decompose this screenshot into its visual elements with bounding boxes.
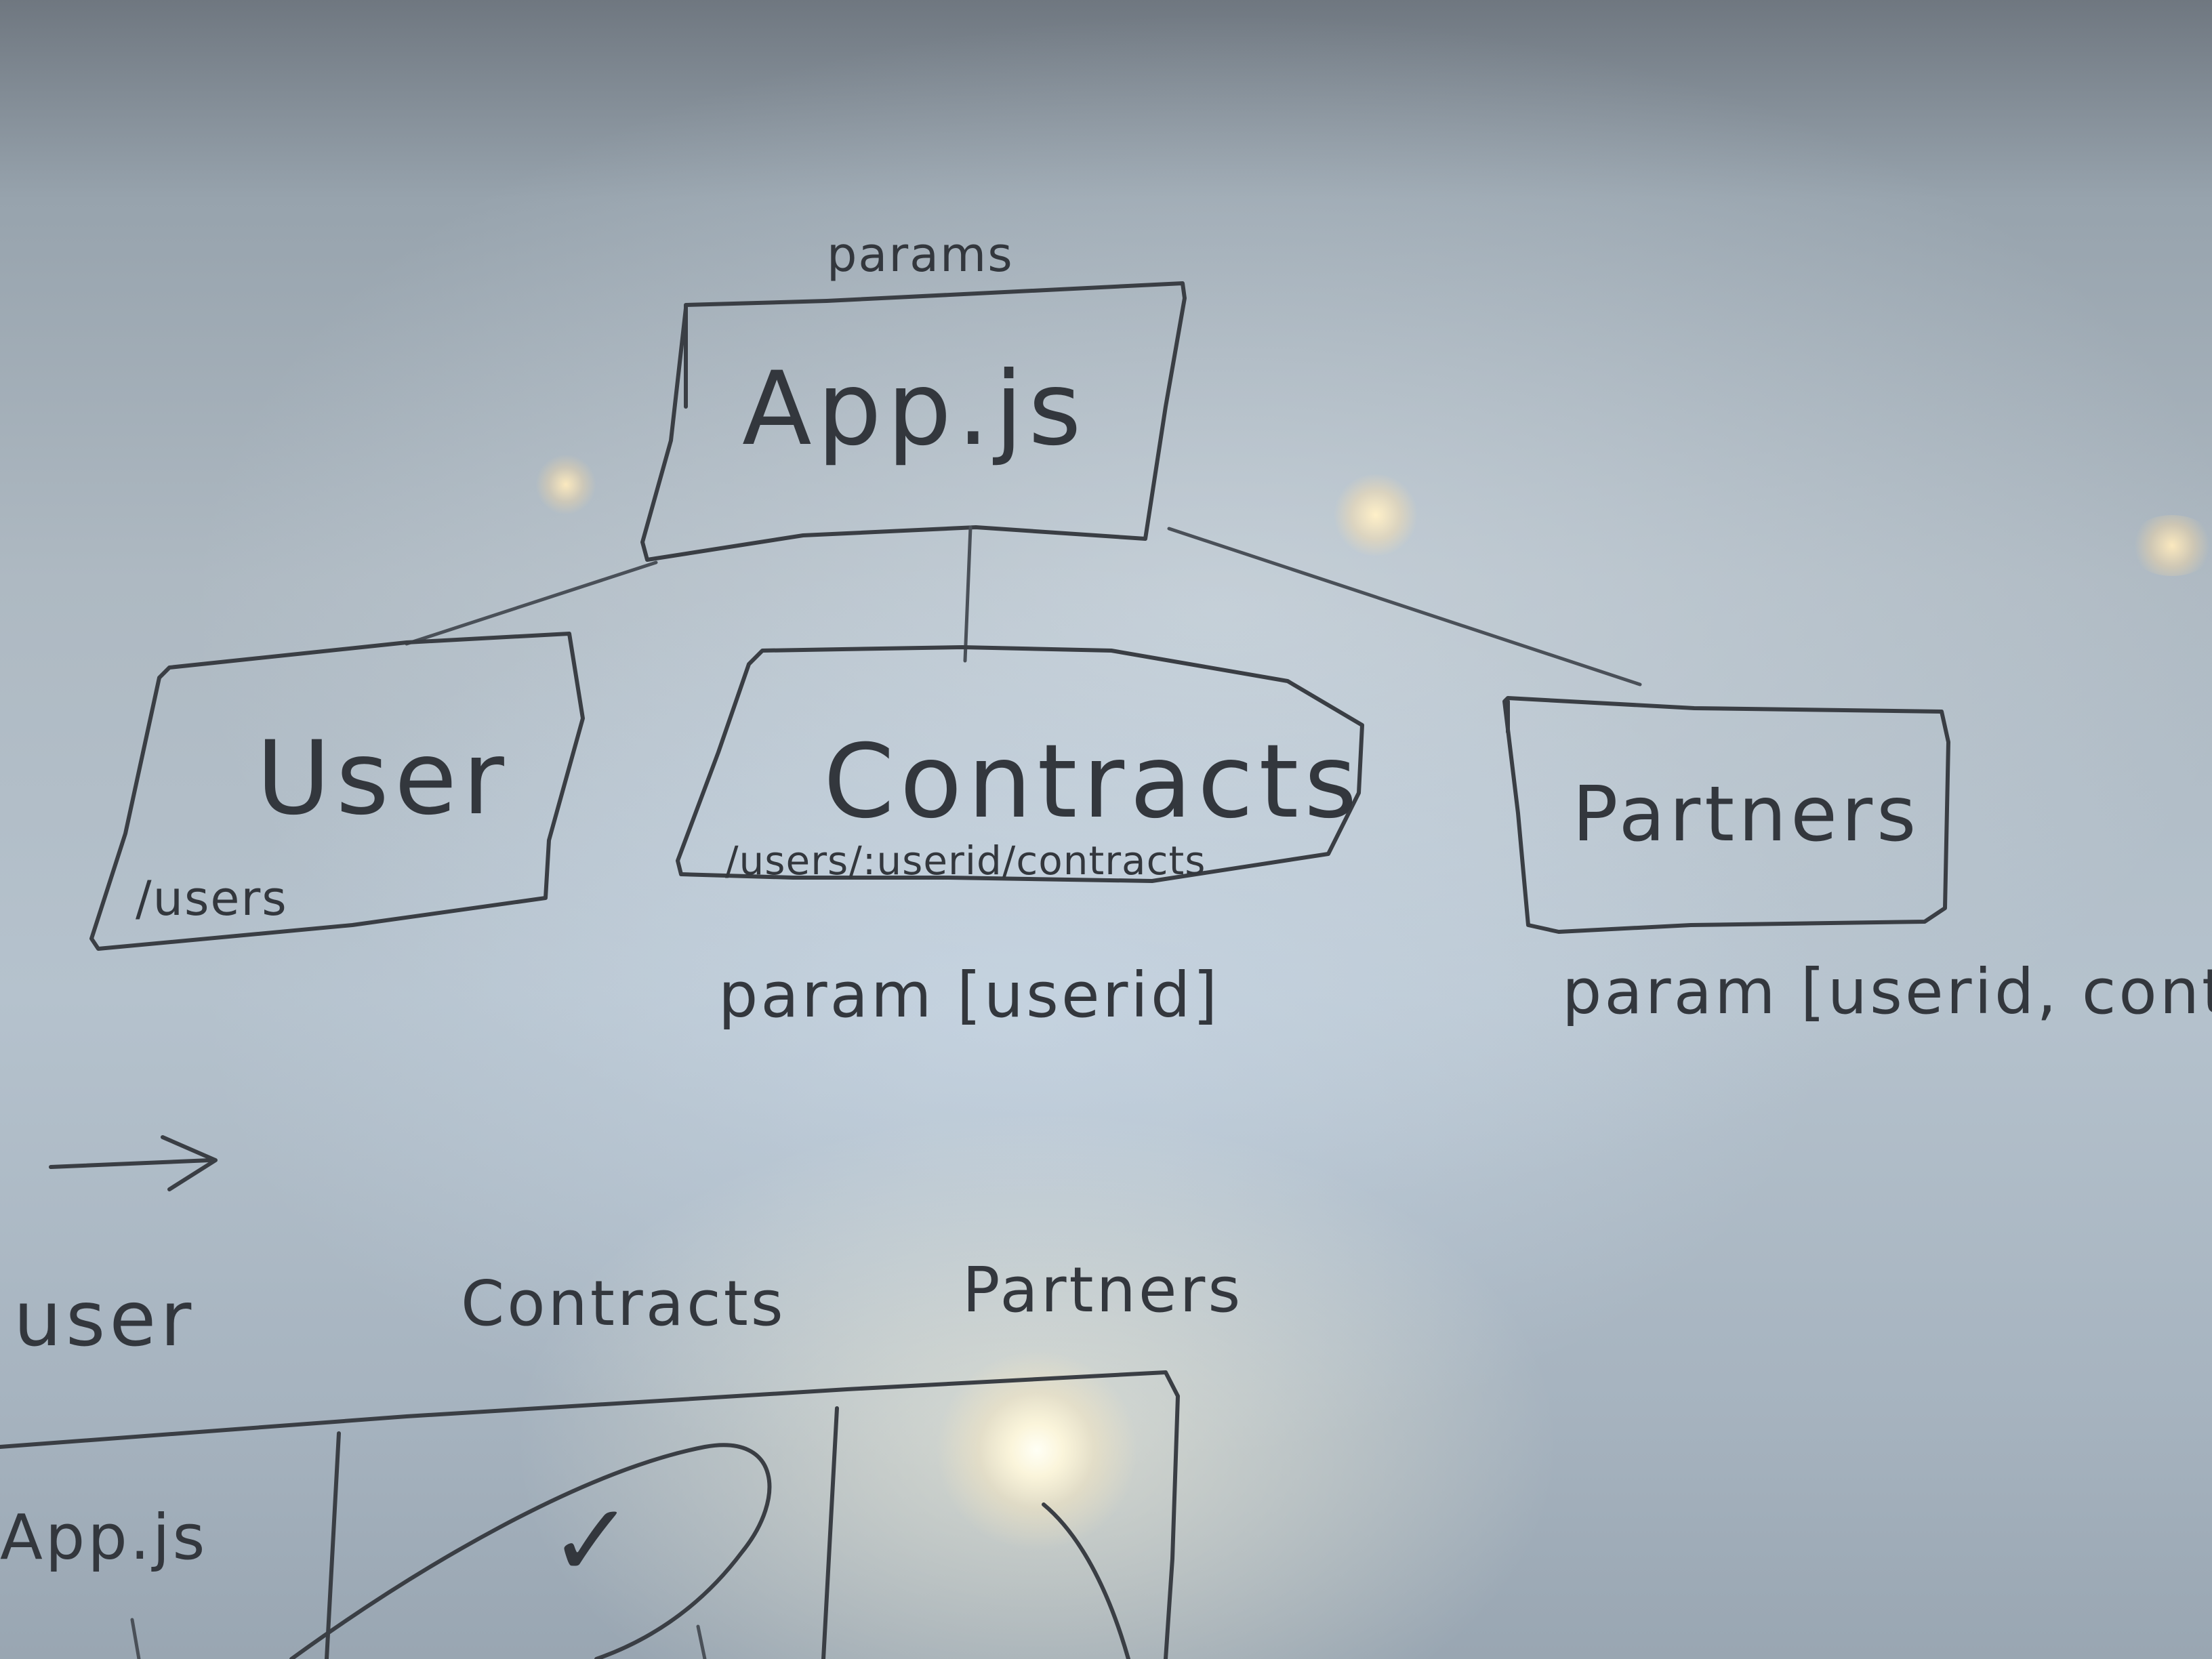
node-partners-label: Partners bbox=[1572, 771, 1920, 859]
sketch-mark bbox=[130, 1618, 141, 1659]
sketch-header-contracts: Contracts bbox=[461, 1267, 786, 1340]
node-user: User /users bbox=[89, 632, 585, 951]
right-arrow-icon bbox=[49, 1135, 218, 1191]
node-user-route: /users bbox=[136, 871, 288, 926]
node-partners: Partners param [userid, contract bbox=[1502, 696, 2212, 1028]
node-contracts-box bbox=[676, 645, 1364, 883]
node-contracts-param: param [userid] bbox=[718, 959, 1220, 1031]
node-partners-param: param [userid, contract bbox=[1562, 956, 2212, 1028]
sketch-row-label: App.js bbox=[0, 1501, 207, 1574]
sketch-partners-curl bbox=[1042, 1502, 1130, 1659]
edge-app-to-contracts bbox=[963, 525, 972, 663]
node-contracts-label: Contracts bbox=[823, 723, 1362, 841]
edge-app-to-user bbox=[405, 560, 658, 646]
node-contracts: Contracts /users/:userid/contracts param… bbox=[676, 645, 1364, 1031]
sketch-checkmark: ✓ bbox=[549, 1482, 640, 1600]
sketch-table-frame bbox=[0, 1370, 1180, 1659]
sketch-header-partners: Partners bbox=[962, 1254, 1243, 1326]
node-contracts-route: /users/:userid/contracts bbox=[725, 838, 1206, 884]
component-tree: App.js params User /users Contracts /use… bbox=[89, 227, 2212, 1031]
sketch-loop-stroke bbox=[289, 1443, 772, 1659]
sketch-header-user: user bbox=[14, 1275, 195, 1364]
node-user-box bbox=[89, 632, 585, 951]
sketch-table-divider-1 bbox=[325, 1431, 341, 1659]
sketch-table-divider-2 bbox=[821, 1406, 839, 1659]
node-app-js-annotation: params bbox=[827, 227, 1014, 283]
node-user-label: User bbox=[256, 720, 510, 838]
sketch-mark bbox=[696, 1624, 707, 1659]
node-app-js-label: App.js bbox=[742, 350, 1087, 468]
node-partners-box bbox=[1502, 696, 1950, 934]
edge-app-to-partners bbox=[1167, 527, 1642, 687]
node-app-js: App.js params bbox=[640, 227, 1187, 562]
node-app-js-box bbox=[640, 281, 1187, 562]
bottom-sketch: user Contracts Partners App.js ✓ bbox=[0, 1135, 1243, 1659]
